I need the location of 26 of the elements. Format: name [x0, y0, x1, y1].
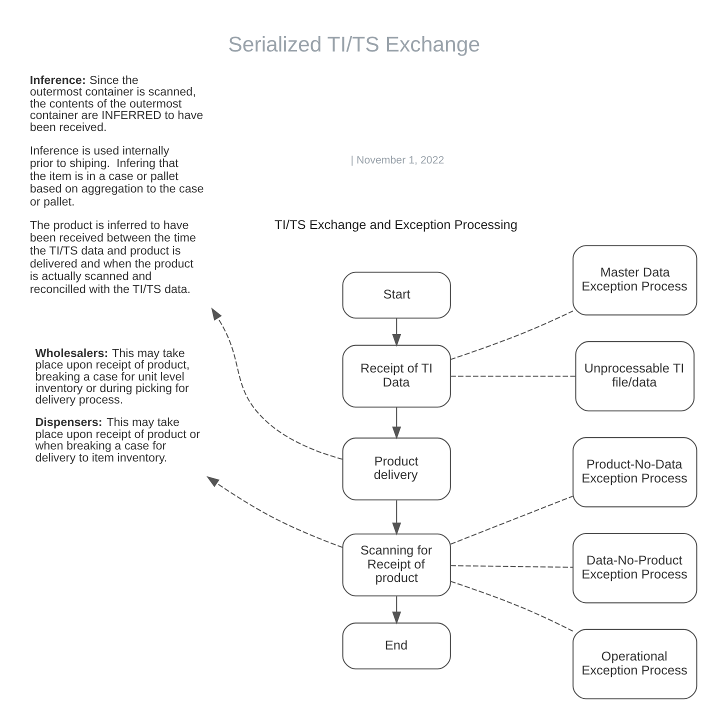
connector	[450, 580, 574, 632]
connector	[450, 310, 574, 360]
arrow	[211, 306, 343, 460]
arrow	[392, 407, 402, 439]
diagram-title: Serialized TI/TS Exchange	[228, 32, 480, 56]
arrow	[392, 318, 402, 346]
node-box: Receipt of TI Data	[342, 344, 451, 408]
arrow	[392, 500, 402, 535]
label: | November 1, 2022	[350, 154, 444, 166]
node-text: Wholesalers: This may take place upon receipt of product, breaking a case for unit level inventory or during picking for delivery process. Dispensers: This may take place upon receipt of product or when breaking a case for delivery to item inventory.	[35, 346, 200, 464]
connector	[450, 564, 573, 568]
arrow	[392, 596, 402, 624]
node-box: Data-No-Product Exception Process	[572, 532, 698, 603]
label: TI/TS Exchange and Exception Processing	[274, 216, 518, 232]
node-box: End	[342, 622, 451, 669]
connector	[450, 495, 573, 544]
node-box: Product delivery	[342, 437, 451, 500]
node-box: Unprocessable TI file/data	[575, 340, 695, 411]
node-box: Master Data Exception Process	[572, 244, 698, 315]
arrow	[206, 476, 343, 548]
connector	[450, 375, 576, 376]
node-box: Operational Exception Process	[572, 628, 698, 699]
node-text: Inference: Since the outermost container is scanned, the contents of the outermost container are INFERRED to have been received. Inference is used internally prior to shiping. Infering that the item is in a case or pallet based on aggregation to the case or pallet. The product is inferred to have been received between the time the TI/TS data and product is delivered and when the product is actually scanned and reconcilled with the TI/TS data.	[30, 73, 204, 296]
node-box: Product-No-Data Exception Process	[572, 436, 698, 507]
node-box: Start	[342, 271, 451, 318]
node-box: Scanning for Receipt of product	[342, 532, 451, 596]
